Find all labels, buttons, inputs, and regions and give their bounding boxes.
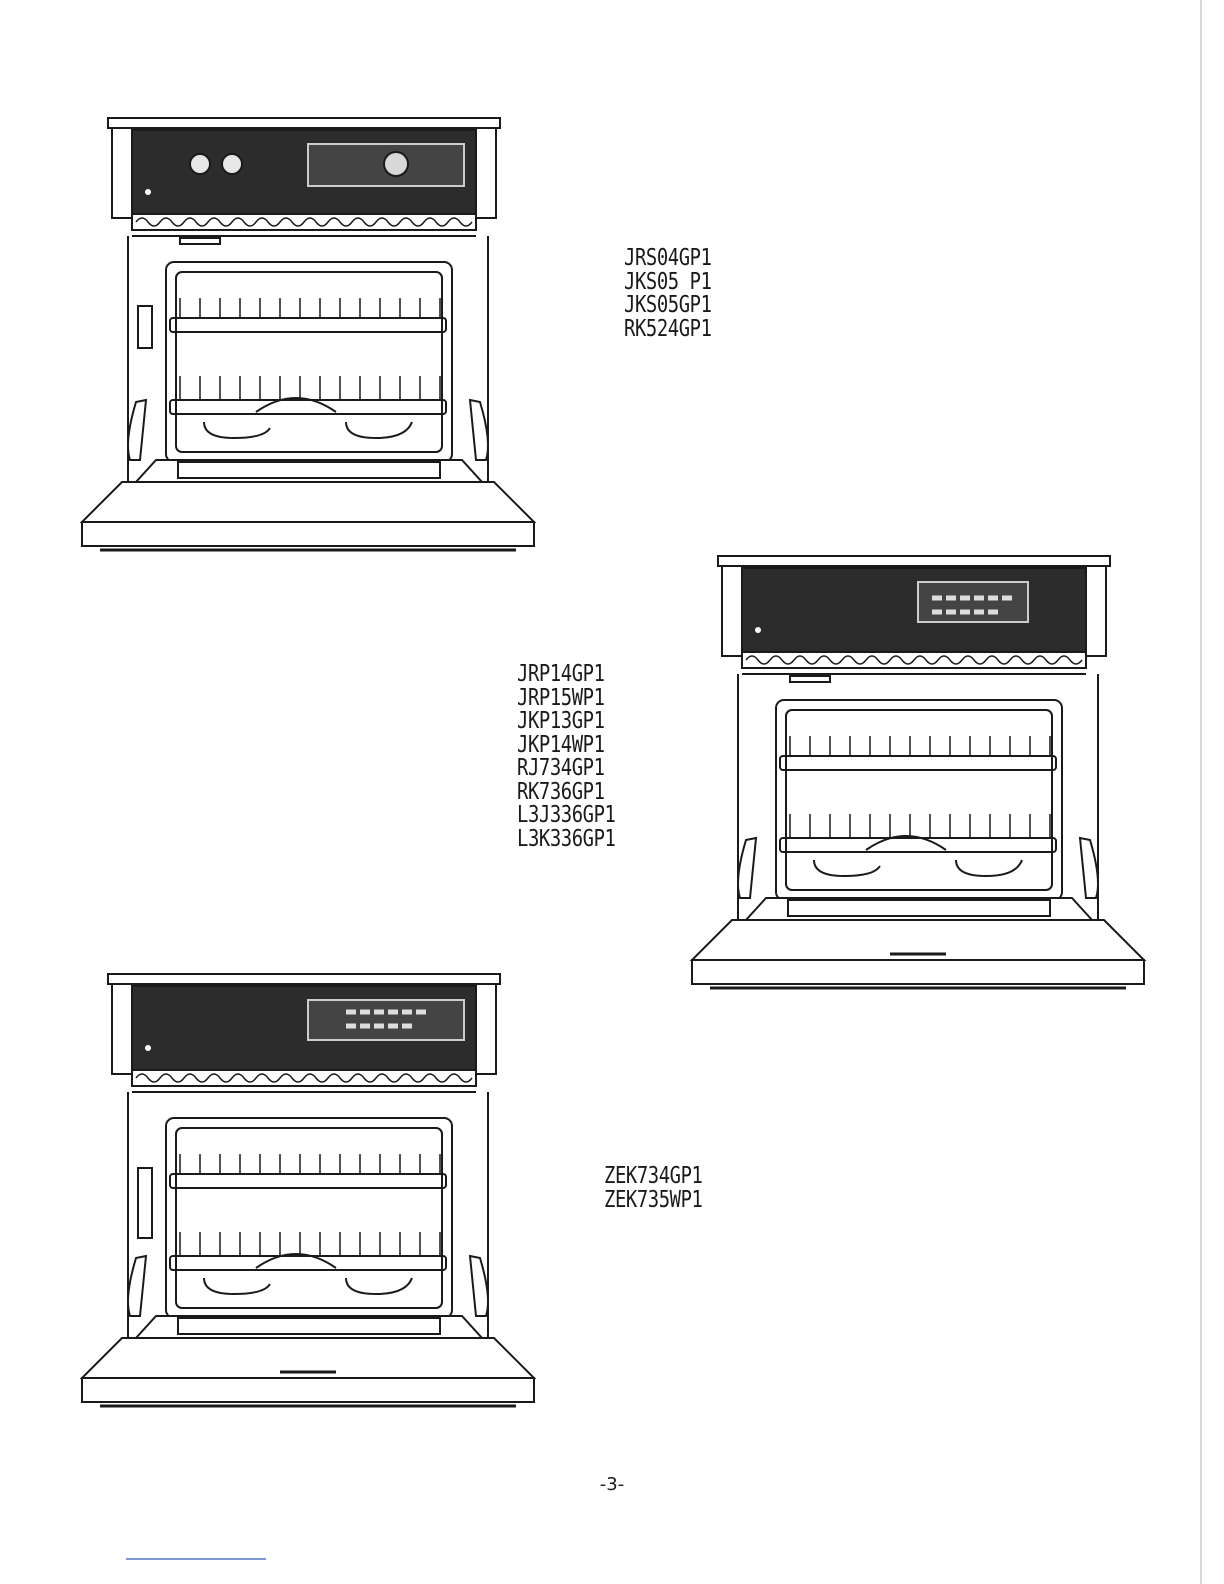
model-number: L3K336GP1 — [517, 828, 616, 852]
model-number: JKP13GP1 — [517, 710, 616, 734]
model-list-dial-oven: JRS04GP1 JKS05 P1 JKS05GP1 RK524GP1 — [624, 247, 712, 341]
model-number: JKS05GP1 — [624, 294, 712, 318]
model-number: RJ734GP1 — [517, 757, 616, 781]
model-list-zek-oven: ZEK734GP1 ZEK735WP1 — [604, 1165, 703, 1212]
wall-oven-illustration-digital-controls-alt — [70, 968, 550, 1424]
model-number: JKP14WP1 — [517, 734, 616, 758]
model-number: L3J336GP1 — [517, 804, 616, 828]
model-number: JRP15WP1 — [517, 687, 616, 711]
model-number: ZEK734GP1 — [604, 1165, 703, 1189]
model-number: JRS04GP1 — [624, 247, 712, 271]
wall-oven-illustration-digital-controls — [680, 550, 1160, 1006]
model-number: RK736GP1 — [517, 781, 616, 805]
model-number: JRP14GP1 — [517, 663, 616, 687]
footer-rule — [126, 1558, 266, 1560]
model-number: JKS05 P1 — [624, 271, 712, 295]
model-number: RK524GP1 — [624, 318, 712, 342]
model-list-digital-oven: JRP14GP1 JRP15WP1 JKP13GP1 JKP14WP1 RJ73… — [517, 663, 616, 851]
wall-oven-illustration-dial-controls — [70, 112, 550, 568]
page-edge-rule — [1200, 0, 1202, 1584]
page-number: -3- — [0, 1474, 1224, 1495]
model-number: ZEK735WP1 — [604, 1189, 703, 1213]
